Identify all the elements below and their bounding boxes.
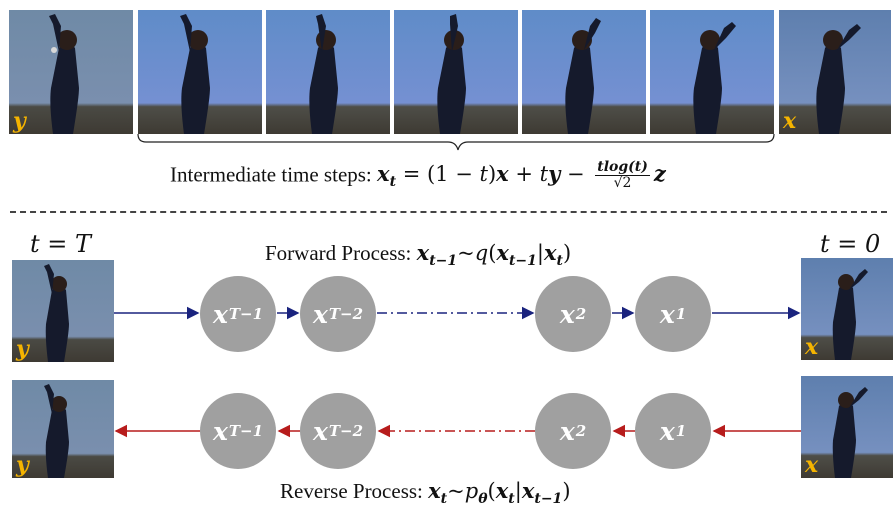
video-frame-image — [394, 10, 518, 134]
video-frame-image — [522, 10, 646, 134]
forward-frame-y: y — [12, 260, 114, 362]
reverse-frame-y: y — [12, 380, 114, 478]
video-frame-image — [801, 258, 893, 360]
video-frame-image — [12, 380, 114, 478]
video-frame-image — [138, 10, 262, 134]
t-equals-T-label: t = T — [30, 230, 92, 258]
video-frame-image — [801, 376, 893, 478]
video-frame-image — [266, 10, 390, 134]
intermediate-frame-2 — [266, 10, 390, 134]
intermediate-steps-caption: Intermediate time steps: xt = (1 − t)x +… — [170, 159, 666, 192]
frame-label-y: y — [16, 452, 29, 478]
t-equals-0-label: t = 0 — [820, 230, 881, 258]
reverse-process-caption: Reverse Process: xt~pθ(xt|xt−1) — [280, 478, 571, 508]
intermediate-frame-3 — [394, 10, 518, 134]
frame-label-x: x — [783, 108, 797, 134]
intermediate-frame-4 — [522, 10, 646, 134]
video-frame-image — [12, 260, 114, 362]
intermediate-frame-1 — [138, 10, 262, 134]
video-frame-image — [9, 10, 133, 134]
brace — [137, 133, 775, 151]
caption-prefix: Intermediate time steps: — [170, 162, 378, 187]
frame-label-x: x — [805, 452, 819, 478]
frame-label-y: y — [16, 336, 29, 362]
frame-x-noisy: x — [779, 10, 891, 134]
forward-process-caption: Forward Process: xt−1~q(xt−1|xt) — [265, 240, 572, 270]
reverse-frame-x: x — [801, 376, 893, 478]
forward-frame-x: x — [801, 258, 893, 360]
section-divider — [10, 211, 887, 213]
frame-label-x: x — [805, 334, 819, 360]
frame-y-clean: y — [9, 10, 133, 134]
intermediate-frame-5 — [650, 10, 774, 134]
video-frame-image — [779, 10, 891, 134]
frame-label-y: y — [13, 108, 26, 134]
video-frame-image — [650, 10, 774, 134]
